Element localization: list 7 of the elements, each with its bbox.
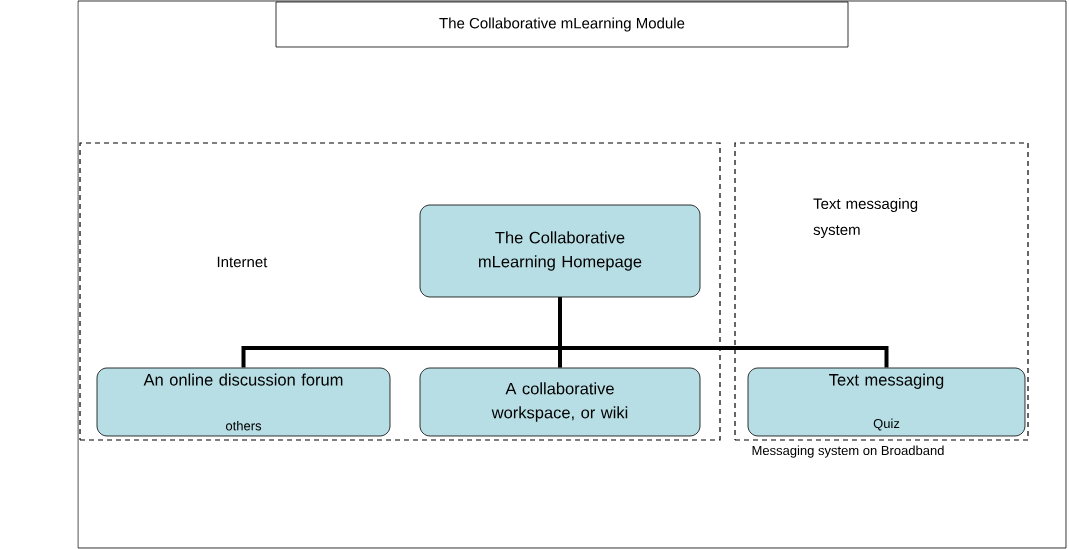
rounded-box: Text messaging Quiz xyxy=(747,367,1026,437)
connector-line xyxy=(558,297,889,368)
rounded-box: A collaborative workspace, or wiki xyxy=(419,367,701,437)
rounded-box: An online discussion forum others xyxy=(96,367,391,437)
title-box: The Collaborative mLearning Module xyxy=(275,1,849,48)
rounded-box: The Collaborative mLearning Homepage xyxy=(419,204,701,298)
node-label: Messaging system on Broadband xyxy=(752,445,944,458)
